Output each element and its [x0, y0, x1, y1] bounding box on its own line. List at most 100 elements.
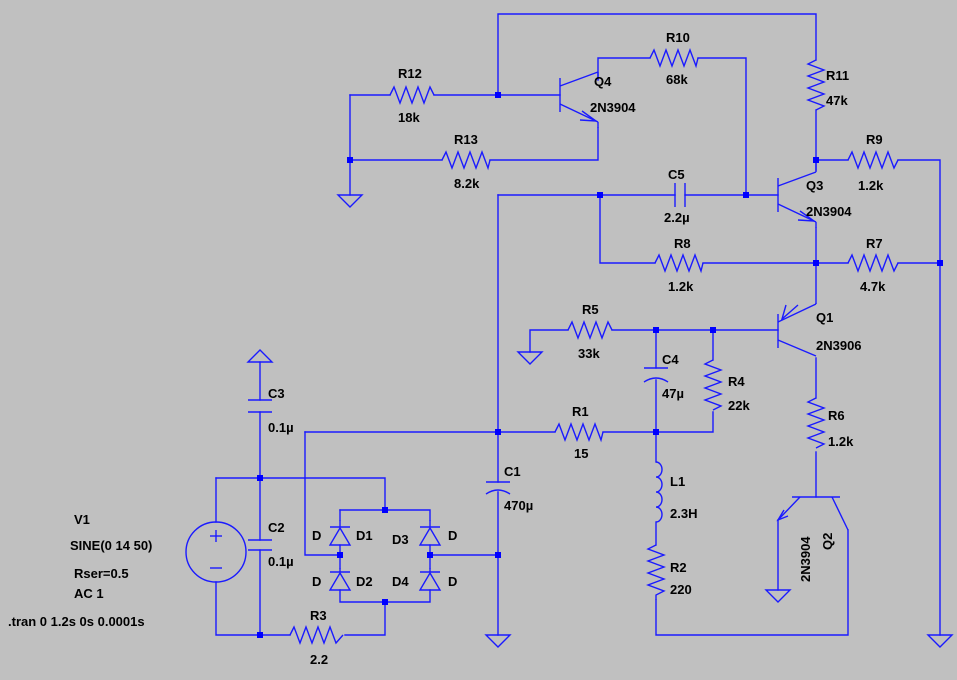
r1-label: R1 — [572, 404, 589, 419]
c1-label: C1 — [504, 464, 521, 479]
d4 — [418, 568, 442, 591]
c5-label: C5 — [668, 167, 685, 182]
r6-value: 1.2k — [828, 434, 854, 449]
d1 — [328, 520, 352, 546]
q1-label: Q1 — [816, 310, 833, 325]
q2-label: Q2 — [820, 533, 835, 550]
r2-body — [646, 544, 666, 600]
v1-function: SINE(0 14 50) — [70, 538, 152, 553]
d2-label: D2 — [356, 574, 373, 589]
r12-label: R12 — [398, 66, 422, 81]
l1-coil — [655, 461, 663, 523]
d3-model: D — [448, 528, 457, 543]
c3-label: C3 — [268, 386, 285, 401]
r6-label: R6 — [828, 408, 845, 423]
q4-symbol — [559, 71, 599, 128]
r7-value: 4.7k — [860, 279, 886, 294]
r5-label: R5 — [582, 302, 599, 317]
r1-value: 15 — [574, 446, 588, 461]
c3-value: 0.1µ — [268, 420, 294, 435]
r9-label: R9 — [866, 132, 883, 147]
c2 — [248, 539, 272, 551]
wires — [215, 13, 941, 636]
r4-body — [703, 359, 723, 411]
l1-value: 2.3H — [670, 506, 697, 521]
r3-body — [289, 625, 344, 645]
q2-symbol — [776, 496, 849, 531]
r13-body — [441, 150, 491, 171]
r4-label: R4 — [728, 374, 745, 389]
r11-label: R11 — [826, 68, 849, 83]
r8-body — [654, 253, 704, 274]
diodes — [328, 520, 442, 591]
ground-icon — [764, 589, 792, 603]
r5-body — [567, 320, 613, 340]
v1-source — [185, 521, 247, 583]
ground-icon — [484, 634, 512, 648]
grounds — [246, 194, 954, 648]
r2-label: R2 — [670, 560, 687, 575]
supply-arrow-icon — [246, 349, 274, 363]
q4-label: Q4 — [594, 74, 612, 89]
q1-model: 2N3906 — [816, 338, 862, 353]
r13-label: R13 — [454, 132, 478, 147]
q1-symbol — [777, 303, 817, 357]
ground-icon — [926, 634, 954, 648]
r9-body — [847, 150, 899, 170]
c5-value: 2.2µ — [664, 210, 690, 225]
q3-label: Q3 — [806, 178, 823, 193]
q3-symbol — [777, 160, 817, 228]
q3-model: 2N3904 — [806, 204, 852, 219]
r10-label: R10 — [666, 30, 690, 45]
l1-label: L1 — [670, 474, 685, 489]
c1 — [485, 481, 511, 495]
c2-label: C2 — [268, 520, 285, 535]
r7-body — [847, 253, 899, 273]
c5 — [674, 183, 686, 207]
labels: R12 18k R13 8.2k R10 68k R11 47k R9 1.2k… — [8, 30, 886, 667]
capacitors — [248, 183, 686, 551]
c4-value: 47µ — [662, 386, 684, 401]
ground-icon — [336, 194, 364, 208]
v1-label: V1 — [74, 512, 90, 527]
d2-model: D — [312, 574, 321, 589]
d3 — [418, 520, 442, 546]
r9-value: 1.2k — [858, 178, 884, 193]
r6-body — [806, 397, 826, 449]
d1-label: D1 — [356, 528, 373, 543]
c1-value: 470µ — [504, 498, 533, 513]
r13-value: 8.2k — [454, 176, 480, 191]
d4-label: D4 — [392, 574, 409, 589]
r10-body — [649, 48, 699, 69]
r12-value: 18k — [398, 110, 420, 125]
r3-label: R3 — [310, 608, 327, 623]
q4-model: 2N3904 — [590, 100, 636, 115]
r3-value: 2.2 — [310, 652, 328, 667]
resistors — [289, 48, 899, 645]
r12-body — [389, 85, 435, 105]
r5-value: 33k — [578, 346, 600, 361]
c4 — [643, 367, 669, 383]
r11-body — [806, 59, 826, 111]
d4-model: D — [448, 574, 457, 589]
tran-directive[interactable]: .tran 0 1.2s 0s 0.0001s — [8, 614, 145, 629]
c2-value: 0.1µ — [268, 554, 294, 569]
d3-label: D3 — [392, 532, 409, 547]
q2-model: 2N3904 — [798, 536, 813, 582]
junctions — [257, 92, 943, 638]
r11-value: 47k — [826, 93, 848, 108]
v1-rser: Rser=0.5 — [74, 566, 129, 581]
r4-value: 22k — [728, 398, 750, 413]
v1-ac: AC 1 — [74, 586, 104, 601]
r7-label: R7 — [866, 236, 883, 251]
r2-value: 220 — [670, 582, 692, 597]
r1-body — [554, 422, 604, 443]
ground-icon — [516, 351, 544, 365]
c3 — [248, 399, 272, 413]
r8-label: R8 — [674, 236, 691, 251]
r10-value: 68k — [666, 72, 688, 87]
d2 — [328, 568, 352, 591]
d1-model: D — [312, 528, 321, 543]
c4-label: C4 — [662, 352, 679, 367]
